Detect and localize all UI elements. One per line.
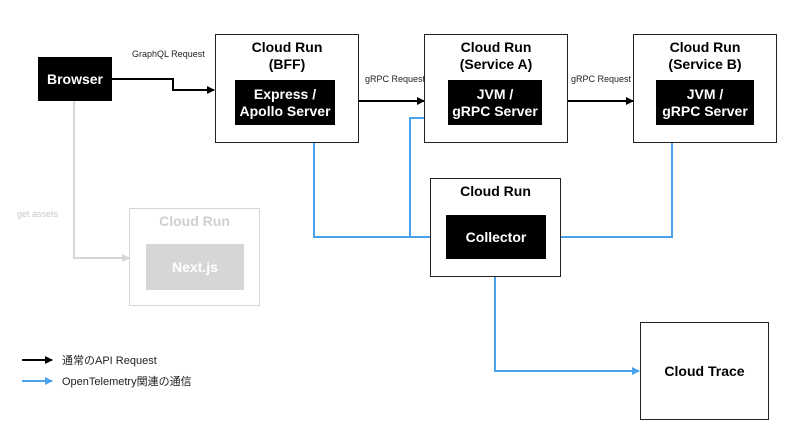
edge-label-assets: get assets bbox=[17, 209, 59, 219]
service-a-cloud-run-box: Cloud Run (Service A) JVM / gRPC Server bbox=[424, 34, 568, 143]
browser-label: Browser bbox=[46, 70, 104, 87]
service-a-server-node: JVM / gRPC Server bbox=[448, 80, 542, 125]
bff-server-label: Express / Apollo Server bbox=[239, 85, 331, 119]
bff-title: Cloud Run (BFF) bbox=[251, 39, 323, 72]
edge-browser-to-nextjs bbox=[73, 101, 130, 262]
cloud-trace-label: Cloud Trace bbox=[664, 363, 745, 379]
edge-bff-to-collector bbox=[313, 124, 446, 241]
legend-otel-label: OpenTelemetry関連の通信 bbox=[62, 376, 192, 388]
legend-api: 通常のAPI Request bbox=[62, 352, 157, 368]
edge-label-grpc-2: gRPC Request bbox=[571, 74, 632, 84]
collector-cloud-run-box: Cloud Run Collector bbox=[430, 178, 561, 277]
nextjs-title: Cloud Run bbox=[159, 213, 230, 229]
edge-label-grpc-1: gRPC Request bbox=[365, 74, 426, 84]
bff-cloud-run-box: Cloud Run (BFF) Express / Apollo Server bbox=[215, 34, 359, 143]
edge-service-b-to-collector bbox=[545, 124, 673, 241]
nextjs-cloud-run-box: Cloud Run Next.js bbox=[129, 208, 260, 306]
collector-label: Collector bbox=[465, 228, 527, 245]
bff-server-node: Express / Apollo Server bbox=[235, 80, 335, 125]
service-a-server-label: JVM / gRPC Server bbox=[452, 85, 538, 119]
service-a-title: Cloud Run (Service A) bbox=[459, 39, 533, 72]
edge-collector-to-cloud-trace bbox=[494, 258, 640, 375]
collector-node: Collector bbox=[446, 215, 546, 259]
service-b-title: Cloud Run (Service B) bbox=[668, 39, 742, 72]
nextjs-label: Next.js bbox=[172, 258, 218, 275]
edge-label-graphql: GraphQL Request bbox=[132, 49, 205, 59]
legend-otel: OpenTelemetry関連の通信 bbox=[62, 373, 192, 389]
cloud-trace-box: Cloud Trace bbox=[640, 322, 769, 420]
nextjs-node: Next.js bbox=[146, 244, 244, 290]
service-b-cloud-run-box: Cloud Run (Service B) JVM / gRPC Server bbox=[633, 34, 777, 143]
service-b-server-label: JVM / gRPC Server bbox=[662, 85, 748, 119]
service-b-server-node: JVM / gRPC Server bbox=[656, 80, 754, 125]
browser-node: Browser bbox=[38, 57, 112, 101]
edge-browser-to-bff bbox=[112, 78, 215, 94]
legend-api-label: 通常のAPI Request bbox=[62, 355, 157, 367]
collector-title: Cloud Run bbox=[460, 183, 531, 199]
